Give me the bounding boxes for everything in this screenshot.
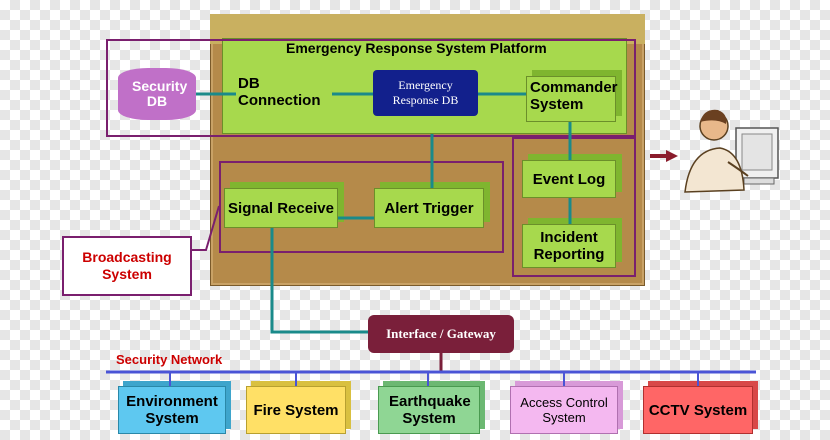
event-log-box: Event Log (522, 160, 616, 198)
system-earthquake-label: Earthquake System (389, 393, 471, 427)
security-db-label: Security DB (132, 78, 188, 109)
operator-person-icon (684, 109, 779, 193)
gateway-label: Interface / Gateway (386, 326, 496, 341)
system-earthquake: Earthquake System (378, 386, 480, 434)
system-environment-label: Environment System (126, 393, 218, 427)
network-label: Security Network (116, 352, 223, 367)
db-connection-label: DB Connection (238, 75, 321, 109)
alert-trigger-label: Alert Trigger (384, 199, 474, 217)
system-fire-label: Fire System (253, 401, 339, 419)
signal-receive-box: Signal Receive (224, 188, 338, 228)
signal-receive-label: Signal Receive (228, 199, 334, 217)
system-cctv: CCTV System (643, 386, 753, 434)
gateway-box: Interface / Gateway (368, 315, 514, 353)
incident-reporting-box: Incident Reporting (522, 224, 616, 268)
system-environment: Environment System (118, 386, 226, 434)
commander-box (526, 76, 616, 122)
system-access-control-label: Access Control System (520, 395, 608, 425)
emergency-db: Emergency Response DB (373, 70, 478, 116)
alert-trigger-box: Alert Trigger (374, 188, 484, 228)
system-cctv-label: CCTV System (648, 401, 748, 419)
platform-title: Emergency Response System Platform (286, 40, 547, 56)
broadcasting-box: Broadcasting System (62, 236, 192, 296)
commander-label: Commander System (530, 79, 618, 113)
system-access-control: Access Control System (510, 386, 618, 434)
arrow-to-operator-icon (650, 150, 678, 162)
broadcasting-label: Broadcasting System (82, 249, 172, 282)
event-log-outline (512, 137, 636, 277)
event-log-label: Event Log (532, 170, 606, 188)
incident-reporting-label: Incident Reporting (533, 229, 605, 263)
top-section-outline (106, 39, 636, 137)
system-fire: Fire System (246, 386, 346, 434)
security-db-cylinder: Security DB (118, 68, 196, 120)
emergency-db-label: Emergency Response DB (392, 78, 459, 107)
